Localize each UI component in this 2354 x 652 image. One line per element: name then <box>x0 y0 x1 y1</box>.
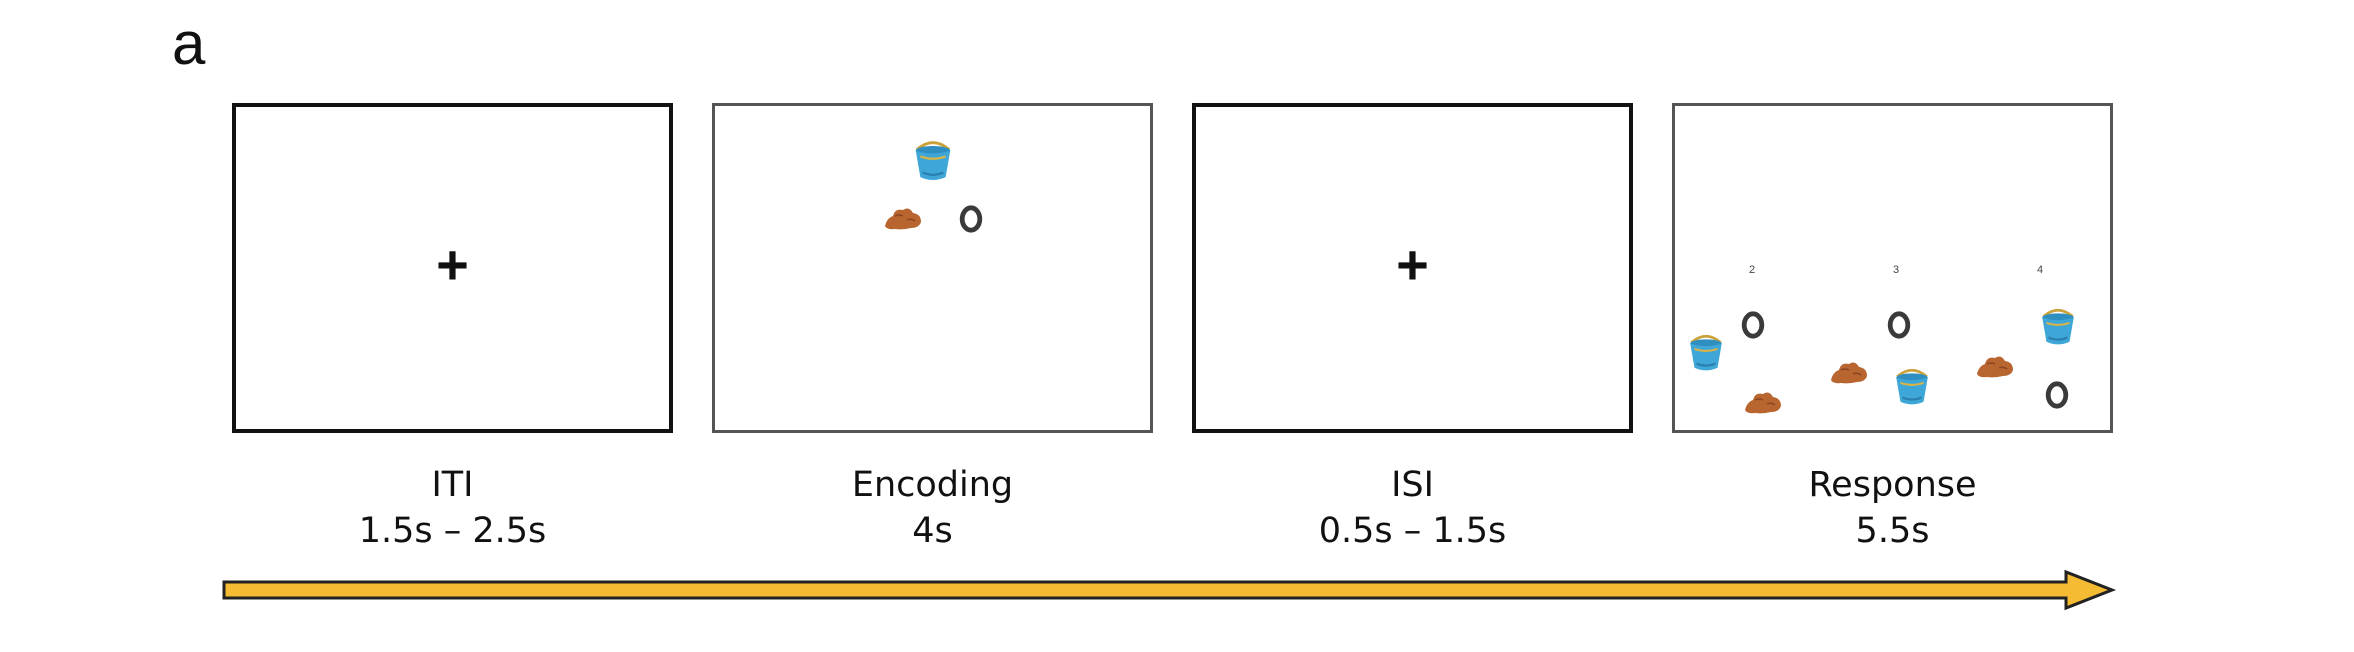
fixation-cross: + <box>1396 233 1429 297</box>
phase-duration: 4s <box>912 511 953 551</box>
rock-icon <box>1829 356 1869 386</box>
rock-icon <box>1743 386 1783 416</box>
phase-duration: 1.5s – 2.5s <box>358 511 547 551</box>
phase-caption-isi: ISI 0.5s – 1.5s <box>1192 462 1633 554</box>
phase-name: Encoding <box>851 465 1014 505</box>
option-number: 3 <box>1893 264 1900 276</box>
phase-duration: 0.5s – 1.5s <box>1318 511 1507 551</box>
bucket-icon <box>1685 332 1727 374</box>
phase-name: ITI <box>431 465 474 505</box>
phase-name: Response <box>1808 465 1977 505</box>
rock-icon <box>1975 350 2015 380</box>
response-screen: 2 3 4 <box>1672 103 2113 433</box>
iti-screen: + <box>232 103 673 433</box>
bucket-icon <box>1891 366 1933 408</box>
tire-icon <box>1741 310 1765 340</box>
bucket-icon <box>2037 306 2079 348</box>
phase-caption-iti: ITI 1.5s – 2.5s <box>232 462 673 554</box>
phase-duration: 5.5s <box>1855 511 1930 551</box>
phase-name: ISI <box>1391 465 1434 505</box>
tire-icon <box>1887 310 1911 340</box>
bucket-icon <box>910 138 956 184</box>
option-number: 2 <box>1749 264 1756 276</box>
option-number: 4 <box>2037 264 2044 276</box>
panel-label: a <box>172 10 206 77</box>
phase-caption-encoding: Encoding 4s <box>712 462 1153 554</box>
fixation-cross: + <box>436 233 469 297</box>
encoding-screen <box>712 103 1153 433</box>
rock-icon <box>883 202 923 232</box>
timeline-arrow <box>222 569 2117 611</box>
tire-icon <box>959 204 983 234</box>
isi-screen: + <box>1192 103 1633 433</box>
tire-icon <box>2045 380 2069 410</box>
phase-caption-response: Response 5.5s <box>1672 462 2113 554</box>
